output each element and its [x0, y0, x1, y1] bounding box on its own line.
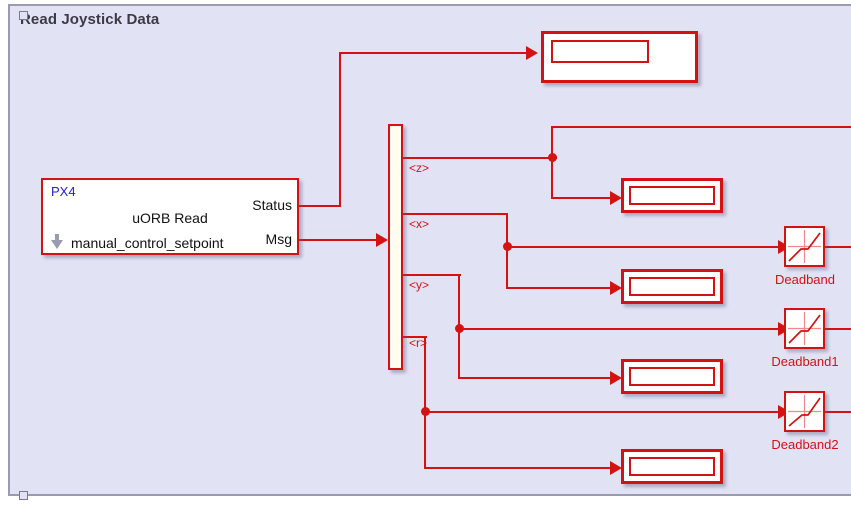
page-title: Read Joystick Data [20, 11, 160, 28]
wire-r-main [401, 336, 427, 338]
deadband-curve-icon [788, 230, 821, 263]
uorb-output-port-status: Status [252, 197, 292, 213]
wire-msg-out [291, 239, 379, 241]
deadband-label: Deadband [775, 272, 835, 287]
wire-r-to-deadband [424, 411, 781, 413]
wire-z-to-display [551, 197, 616, 199]
display-y-block[interactable] [621, 359, 723, 394]
down-arrow-icon [51, 240, 63, 249]
signal-label-r: <r> [409, 336, 428, 350]
deadband-curve-icon [788, 395, 821, 428]
resize-handle-bottom-left[interactable] [19, 491, 28, 500]
deadband1-block[interactable] [784, 308, 825, 349]
wire-status-riser [339, 52, 341, 207]
wire-r-to-display [424, 467, 616, 469]
wire-deadband2-out [824, 411, 851, 413]
deadband-curve-icon [788, 312, 821, 345]
display-z-value [629, 186, 715, 205]
bus-selector-block[interactable] [388, 124, 403, 370]
deadband2-block[interactable] [784, 391, 825, 432]
display-x-value [629, 277, 715, 296]
deadband2-label: Deadband2 [771, 437, 839, 452]
wire-x-drop [506, 213, 508, 289]
display-z-block[interactable] [621, 178, 723, 213]
wire-z-main [401, 157, 557, 159]
signal-label-x: <x> [409, 217, 430, 231]
wire-status-out [291, 205, 341, 207]
deadband-block[interactable] [784, 226, 825, 267]
wire-deadband1-out [824, 328, 851, 330]
wire-z-drop [551, 157, 553, 199]
signal-label-z: <z> [409, 161, 430, 175]
down-arrow-icon-stem [55, 234, 59, 241]
wire-z-top-right [551, 126, 851, 128]
wire-z-riser [551, 126, 553, 159]
uorb-vendor-label: PX4 [51, 184, 76, 199]
display-y-value [629, 367, 715, 386]
signal-label-y: <y> [409, 278, 430, 292]
wire-status-to-display [339, 52, 529, 54]
wire-x-to-deadband [506, 246, 781, 248]
wire-y-main [401, 274, 461, 276]
arrow-msg-bus [376, 233, 388, 247]
arrow-y-display [610, 371, 622, 385]
deadband1-label: Deadband1 [771, 354, 839, 369]
wire-x-main [401, 213, 508, 215]
uorb-topic-label: manual_control_setpoint [71, 235, 224, 251]
display-status-value [551, 40, 649, 63]
uorb-block-name: uORB Read [132, 210, 208, 226]
arrow-r-display [610, 461, 622, 475]
resize-handle-top-left[interactable] [19, 11, 28, 20]
arrow-x-display [610, 281, 622, 295]
uorb-output-port-msg: Msg [265, 231, 292, 247]
model-canvas[interactable]: Read Joystick Data [8, 4, 851, 500]
wire-r-drop [424, 336, 426, 469]
arrow-z-display [610, 191, 622, 205]
display-x-block[interactable] [621, 269, 723, 304]
uorb-read-block[interactable]: PX4 uORB Read Status Msg manual_control_… [41, 178, 299, 255]
display-r-value [629, 457, 715, 476]
display-status-block[interactable] [541, 31, 698, 83]
arrow-status-display [526, 46, 538, 60]
wire-x-to-display [506, 287, 616, 289]
wire-y-to-deadband [458, 328, 781, 330]
wire-deadband-out [824, 246, 851, 248]
wire-y-to-display [458, 377, 616, 379]
display-r-block[interactable] [621, 449, 723, 484]
